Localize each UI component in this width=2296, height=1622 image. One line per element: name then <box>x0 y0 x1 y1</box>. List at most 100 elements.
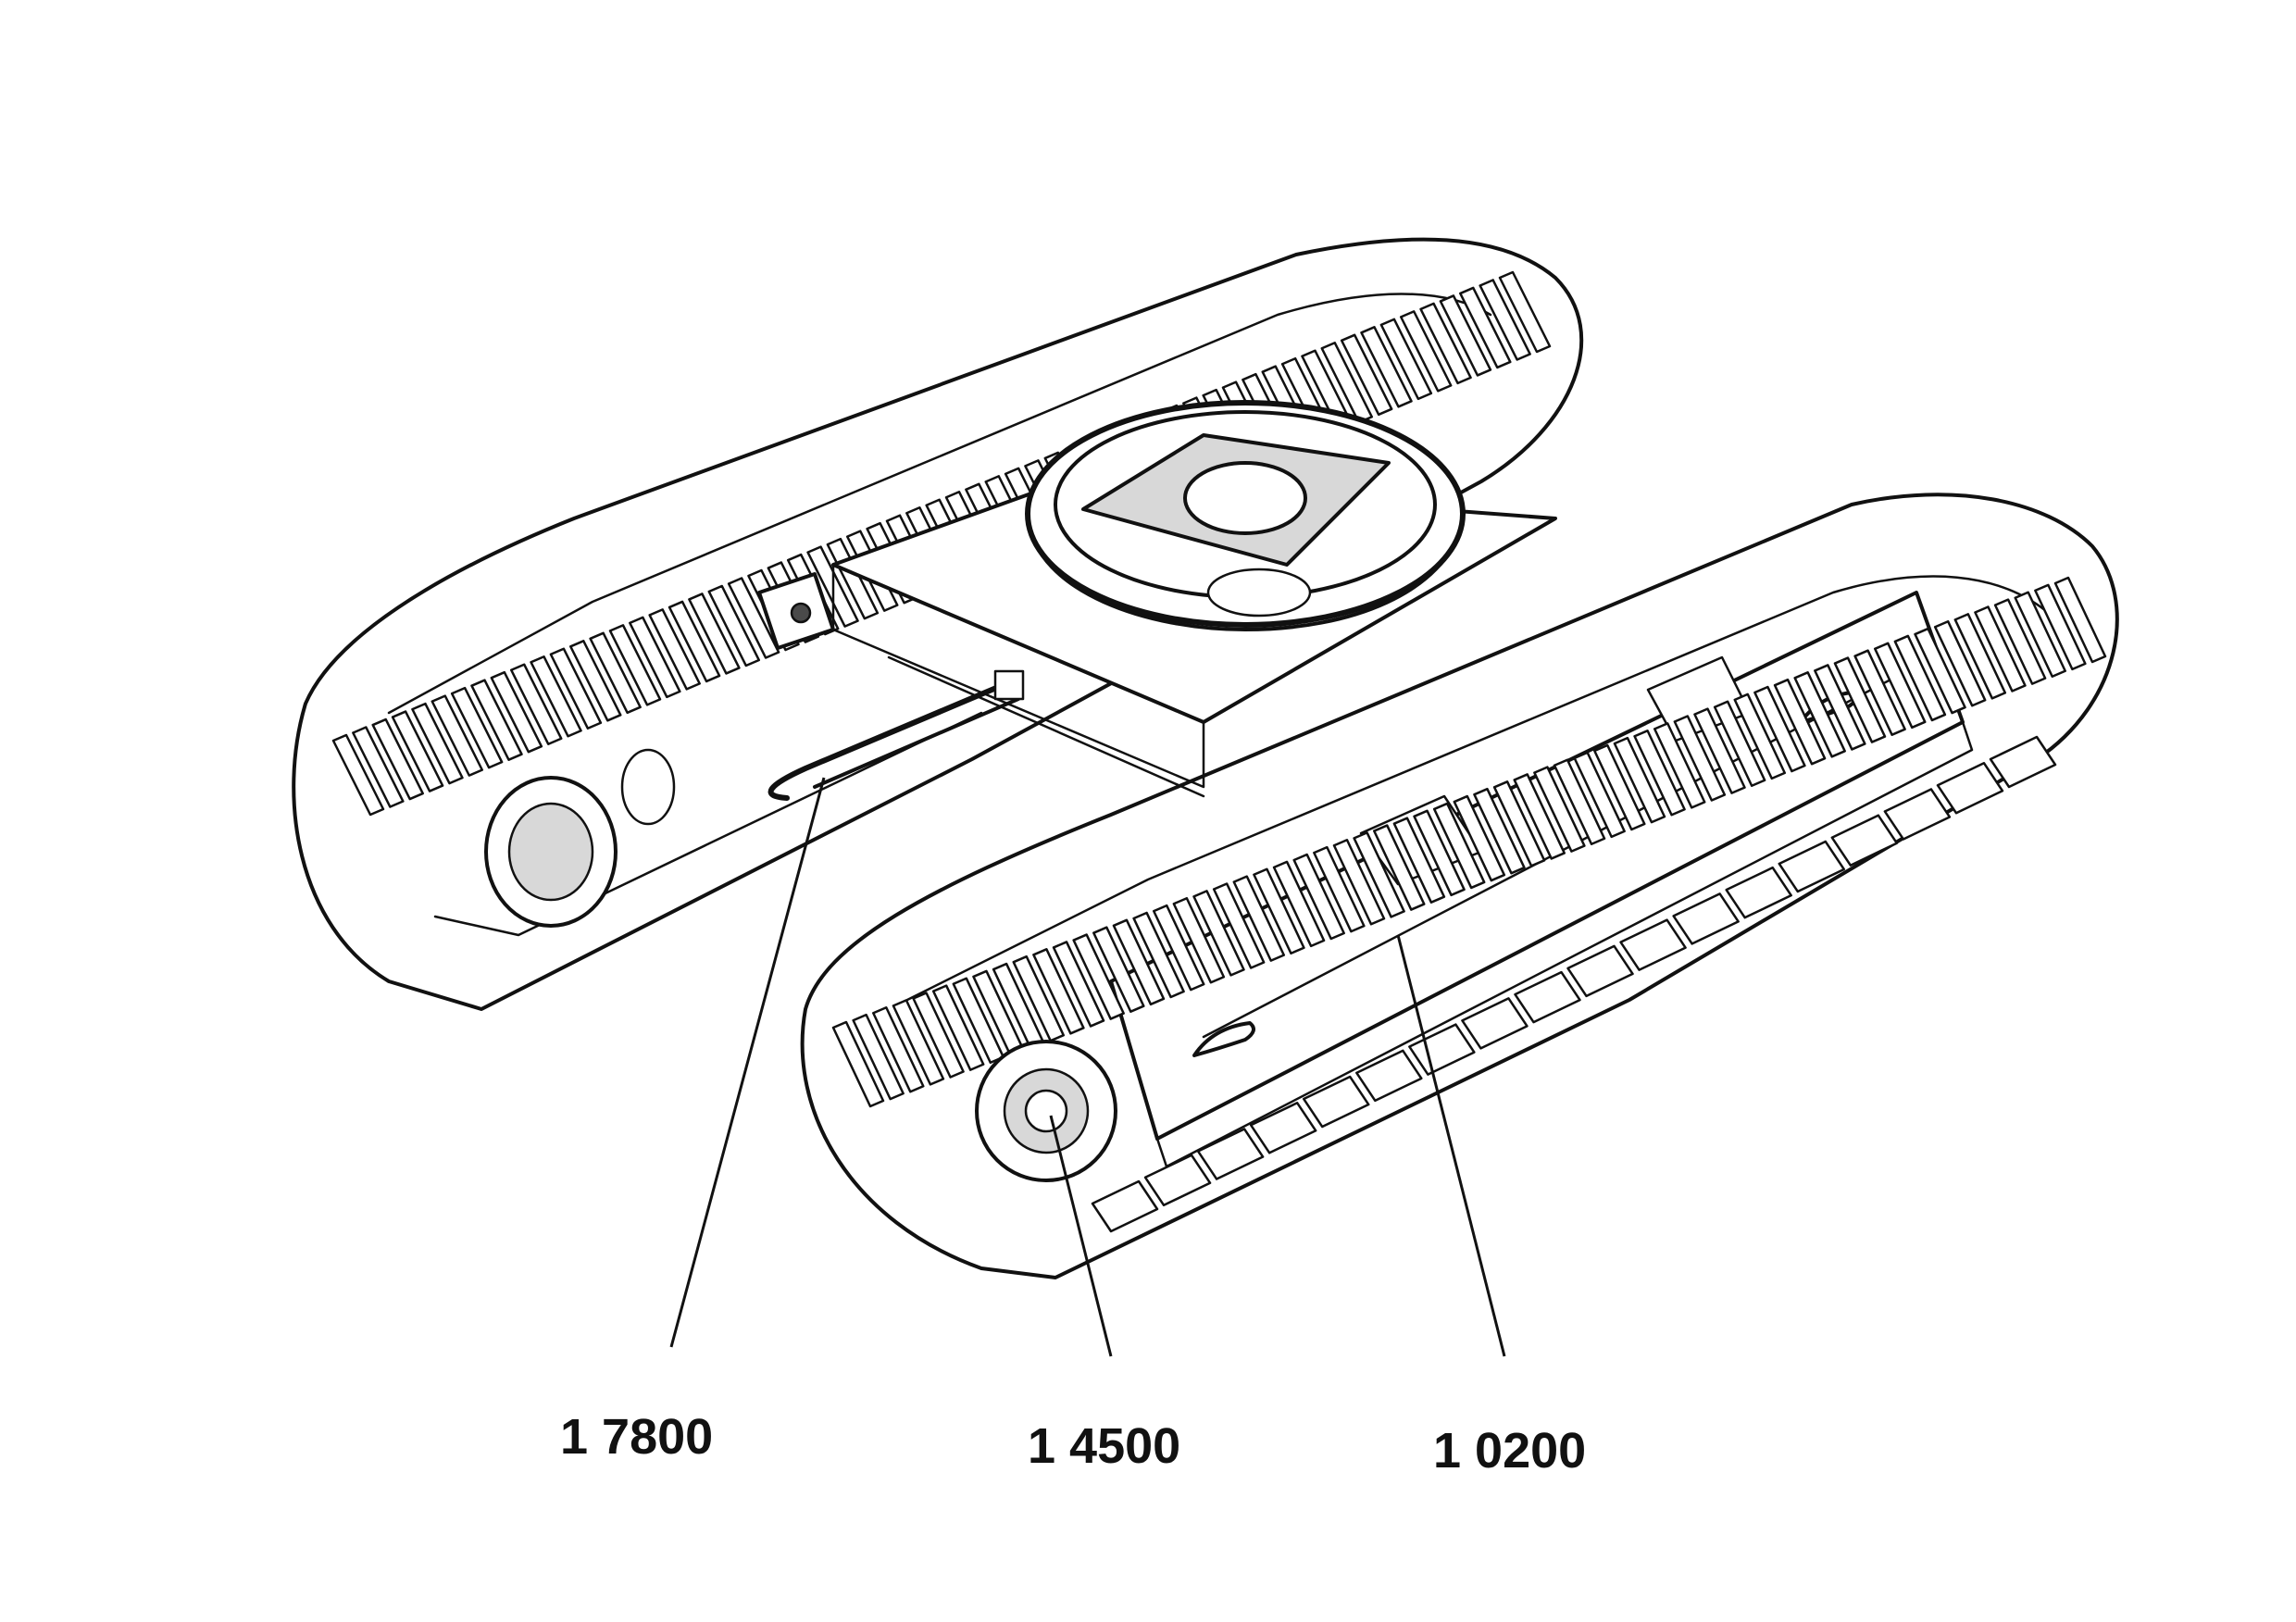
track-shoe <box>1152 904 1205 992</box>
track-shoe <box>450 686 504 769</box>
track-shoe <box>1753 685 1806 773</box>
track-shoe <box>430 694 484 777</box>
right-track <box>800 493 2119 1279</box>
track-shoe <box>1853 649 1906 736</box>
track-shoe <box>371 717 424 801</box>
track-link <box>1619 918 1687 971</box>
track-shoe <box>707 584 761 668</box>
track-shoe <box>1814 664 1866 751</box>
track-shoe <box>470 679 523 761</box>
track-shoe <box>852 1013 905 1101</box>
track-shoe <box>530 655 582 738</box>
track-shoe <box>872 1006 925 1093</box>
track-shoe <box>1893 634 1947 722</box>
track-shoe <box>509 663 563 745</box>
track-shoe <box>1012 954 1065 1042</box>
track-shoe <box>391 710 444 792</box>
track-shoe <box>1498 270 1552 354</box>
track-shoe <box>1573 751 1626 839</box>
right-track-bottom-links <box>1091 735 2057 1233</box>
track-shoe <box>1793 671 1846 758</box>
track-shoe <box>1773 678 1827 766</box>
track-shoe <box>1272 860 1326 948</box>
track-shoe <box>1993 598 2047 685</box>
track-shoe <box>1032 948 1085 1035</box>
track-shoe <box>1172 896 1226 984</box>
track-shoe <box>1112 918 1166 1006</box>
track-shoe <box>1332 839 1386 926</box>
track-shoe <box>892 999 945 1086</box>
track-shoe <box>1553 758 1606 845</box>
track-link <box>1196 1128 1265 1180</box>
callout-label-drive-sprocket: 1 4500 <box>1028 1418 1180 1474</box>
track-link <box>1091 1179 1159 1233</box>
car-body <box>757 400 1557 801</box>
track-shoe <box>1613 736 1666 824</box>
track-shoe <box>411 702 464 785</box>
left-track-inner-bottom <box>433 711 983 937</box>
callout-label-travel-motor-hose: 1 7800 <box>560 1409 713 1465</box>
track-shoe <box>1353 831 1405 918</box>
track-shoe <box>1473 787 1526 875</box>
track-shoe <box>1313 845 1366 933</box>
track-shoe <box>1439 294 1492 377</box>
track-shoe <box>1633 729 1686 817</box>
track-shoe <box>2053 576 2107 664</box>
track-shoe <box>688 593 741 675</box>
drive-sprocket <box>975 1040 1117 1182</box>
track-shoe <box>727 577 780 659</box>
track-shoe <box>826 537 880 620</box>
track-shoe <box>1360 326 1413 408</box>
track-shoe <box>1653 722 1706 809</box>
track-link <box>1461 997 1529 1050</box>
track-shoe <box>1379 318 1433 401</box>
track-shoe <box>1192 890 1245 977</box>
track-shoe <box>1673 715 1727 802</box>
track-link <box>1778 840 1846 893</box>
track-link <box>1725 866 1792 919</box>
track-shoe <box>490 670 543 754</box>
track-shoe <box>1132 911 1185 999</box>
track-link <box>1989 735 2057 789</box>
track-shoe <box>1914 627 1966 715</box>
track-shoe <box>831 1020 885 1108</box>
track-shoe <box>1072 933 1125 1020</box>
callout-label-track-frame: 1 0200 <box>1433 1423 1586 1479</box>
track-shoe <box>1459 286 1512 369</box>
track-shoe <box>1392 817 1446 904</box>
track-shoe <box>931 984 985 1071</box>
track-shoe <box>1974 605 2027 692</box>
travel-motor-hose <box>767 678 1017 801</box>
track-link <box>1672 892 1740 945</box>
track-shoe <box>1253 867 1305 954</box>
track-shoe <box>1533 766 1586 853</box>
track-link <box>1249 1102 1317 1154</box>
leader-line-travel-motor-hose <box>669 777 826 1348</box>
track-shoe <box>1432 802 1486 890</box>
track-shoe <box>1593 743 1646 831</box>
track-shoe <box>2034 583 2087 671</box>
track-link <box>1408 1023 1476 1076</box>
track-shoe <box>1953 613 2007 700</box>
track-shoe <box>1373 824 1426 911</box>
left-travel-motor-hub <box>507 802 594 902</box>
track-shoe <box>1320 342 1374 424</box>
track-shoe <box>1733 692 1787 780</box>
track-shoe <box>1513 773 1566 860</box>
slew-ring <box>1025 400 1466 631</box>
track-shoe <box>668 600 721 683</box>
leader-line-track-frame <box>1396 934 1506 1357</box>
track-shoe <box>1292 853 1345 941</box>
track-shoe <box>1874 642 1927 730</box>
track-link <box>1830 814 1899 867</box>
track-shoe <box>1453 794 1506 882</box>
track-shoe <box>589 631 642 715</box>
track-shoe <box>1419 302 1472 385</box>
track-link <box>1936 761 2004 815</box>
track-link <box>1355 1049 1423 1103</box>
track-shoe <box>1413 809 1466 897</box>
track-link <box>1883 788 1952 841</box>
track-shoe <box>1399 310 1453 393</box>
track-shoe <box>608 624 662 706</box>
